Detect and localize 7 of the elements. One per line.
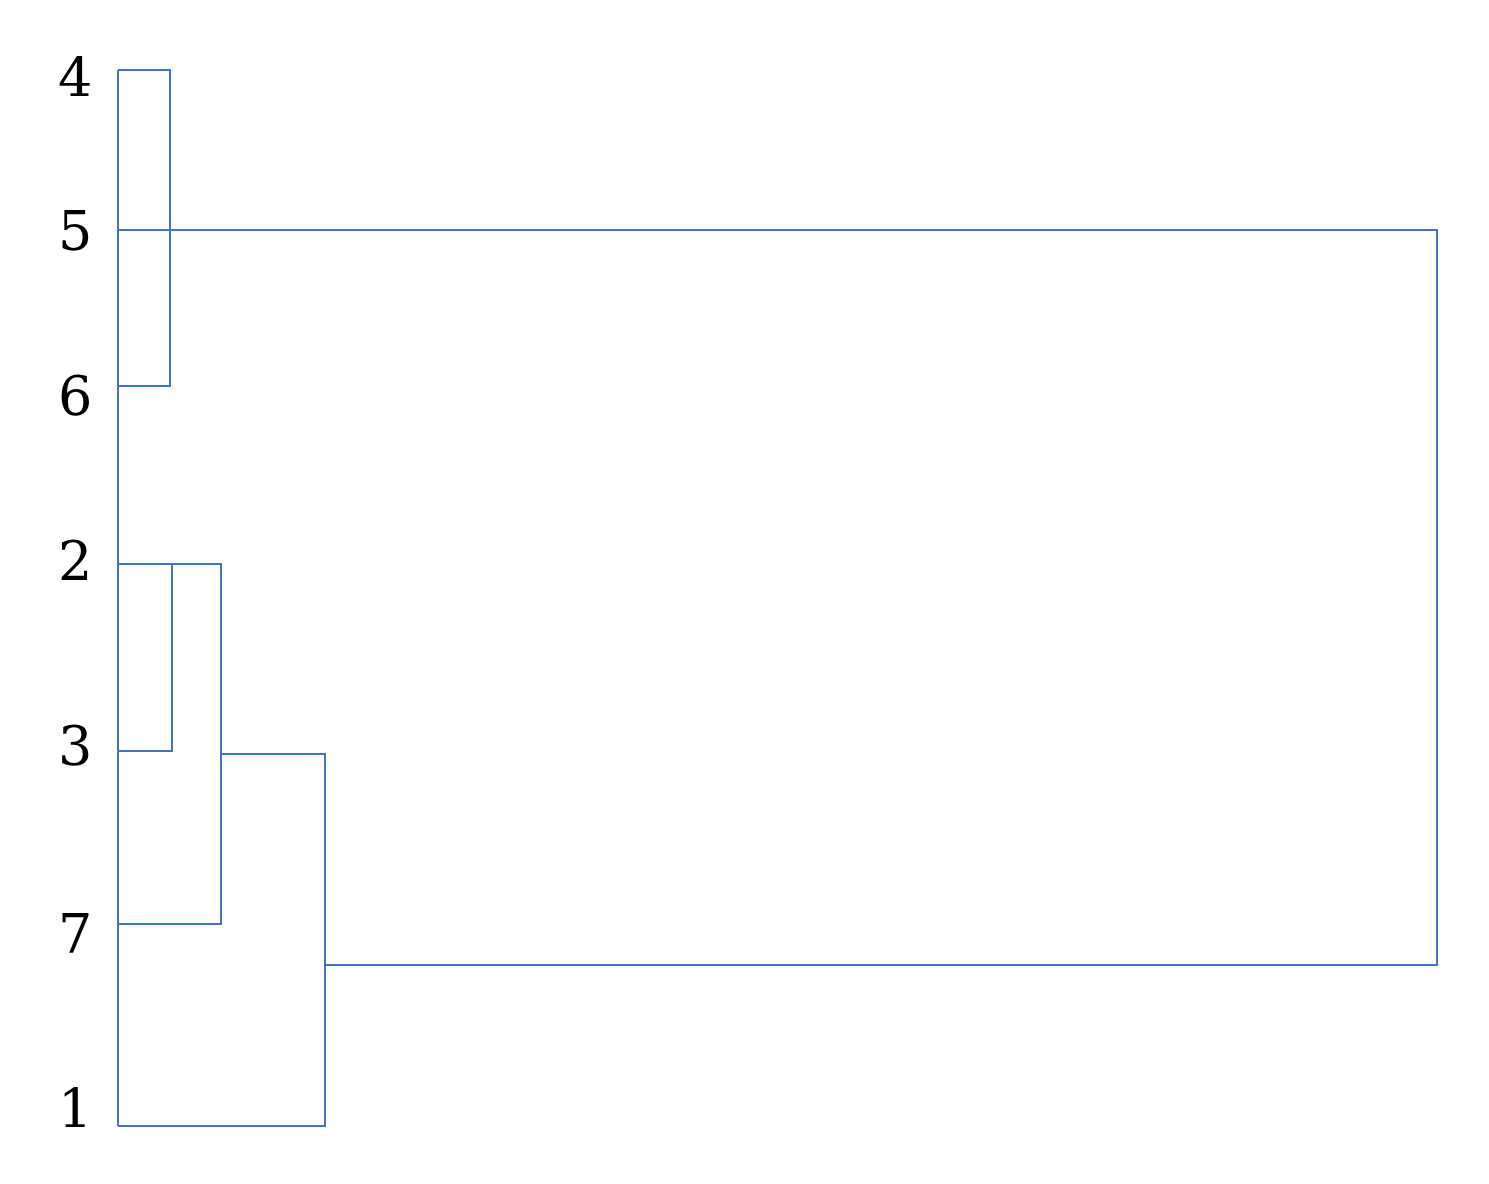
leaf-label: 3 [58, 720, 93, 774]
leaf-label: 4 [58, 52, 93, 106]
leaf-label: 6 [58, 370, 93, 424]
leaf-label: 7 [58, 908, 93, 962]
leaf-label: 1 [58, 1083, 93, 1137]
leaf-label: 5 [58, 205, 93, 259]
leaf-label: 2 [58, 535, 93, 589]
